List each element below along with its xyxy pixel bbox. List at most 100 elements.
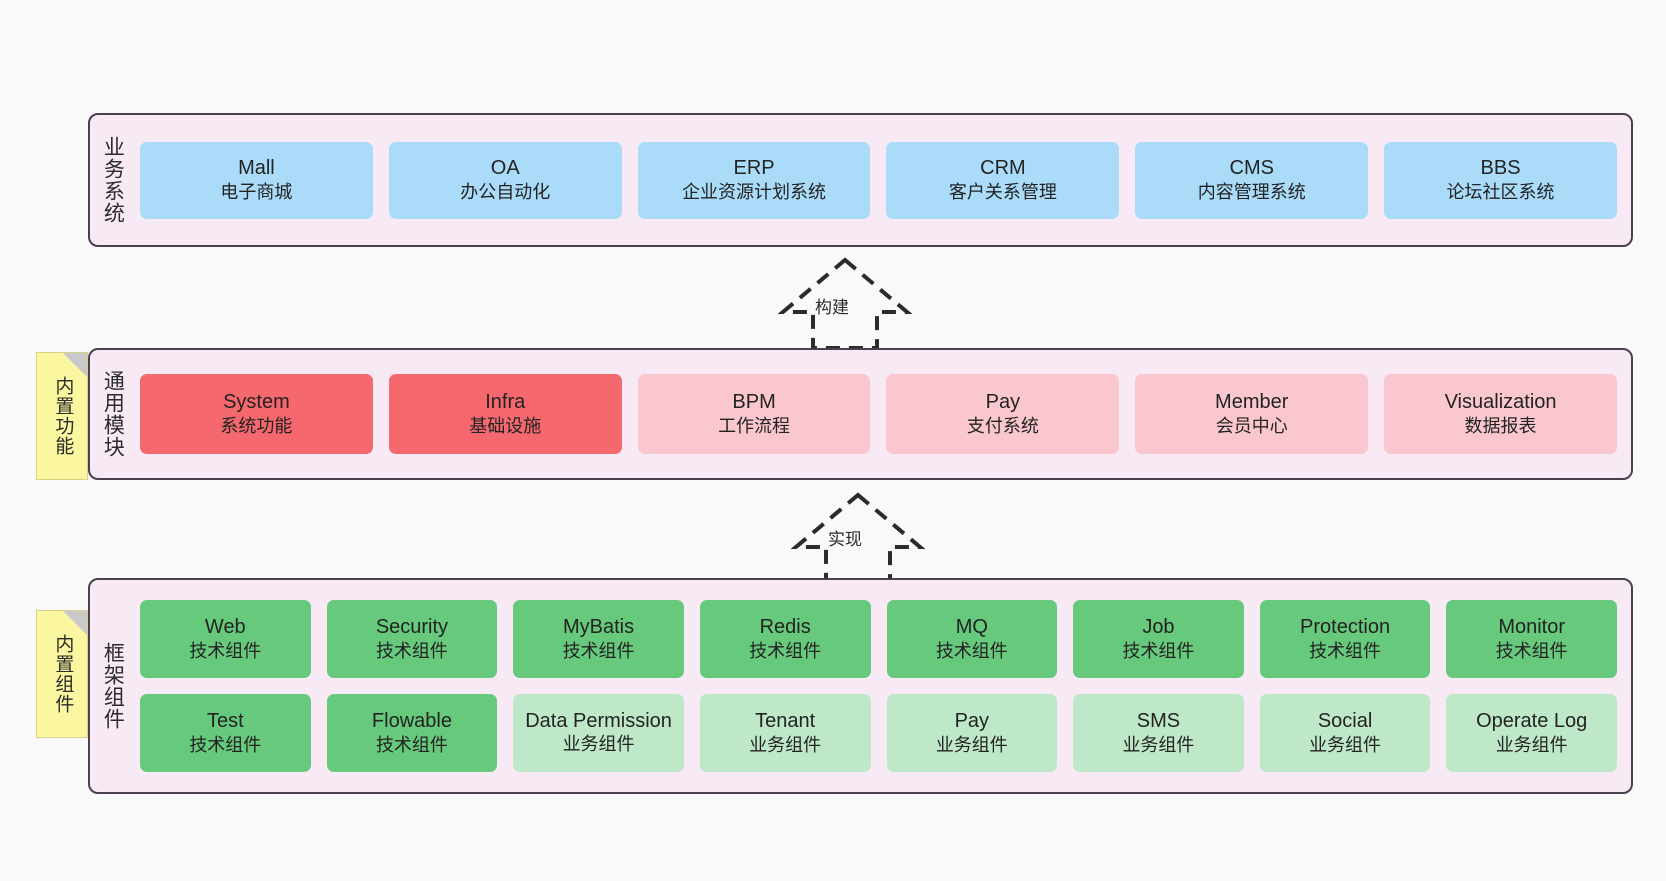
node-title: Web — [204, 616, 246, 639]
node-protection[interactable]: Protection 技术组件 — [1259, 600, 1431, 678]
node-oa[interactable]: OA 办公自动化 — [388, 141, 622, 219]
node-subtitle: 办公自动化 — [460, 182, 551, 203]
node-title: Social — [1317, 710, 1373, 733]
node-title: Member — [1215, 391, 1289, 414]
node-subtitle: 企业资源计划系统 — [682, 182, 827, 203]
layer-label-common-modules: 通用模块 — [101, 370, 125, 458]
node-bpm[interactable]: BPM 工作流程 — [637, 374, 871, 454]
sticky-note-builtin-component: 内置组件 — [36, 610, 88, 738]
node-title: Redis — [759, 616, 811, 639]
node-title: Visualization — [1444, 391, 1557, 414]
node-subtitle: 论坛社区系统 — [1446, 182, 1555, 203]
node-subtitle: 技术组件 — [562, 641, 635, 662]
node-security[interactable]: Security 技术组件 — [326, 600, 498, 678]
node-bbs[interactable]: BBS 论坛社区系统 — [1384, 141, 1617, 219]
node-subtitle: 业务组件 — [935, 735, 1008, 756]
node-test[interactable]: Test 技术组件 — [140, 694, 311, 772]
node-operate-log[interactable]: Operate Log 业务组件 — [1446, 694, 1617, 772]
layer-business-systems: 业务系统 Mall 电子商城 OA 办公自动化 ERP 企业资源计划系统 CRM… — [88, 113, 1633, 247]
node-title: Mall — [238, 157, 275, 180]
node-subtitle: 内容管理系统 — [1197, 182, 1306, 203]
node-mq[interactable]: MQ 技术组件 — [886, 600, 1058, 678]
node-member[interactable]: Member 会员中心 — [1135, 374, 1369, 454]
layer-common-modules: 通用模块 System 系统功能 Infra 基础设施 BPM 工作流程 Pay… — [88, 348, 1633, 480]
node-subtitle: 系统功能 — [220, 416, 293, 437]
framework-tech-row: Web 技术组件 Security 技术组件 MyBatis 技术组件 Redi… — [140, 600, 1617, 678]
sticky-note-text: 内置组件 — [52, 634, 74, 714]
node-sms[interactable]: SMS 业务组件 — [1073, 694, 1244, 772]
node-pay-component[interactable]: Pay 业务组件 — [886, 694, 1058, 772]
node-social[interactable]: Social 业务组件 — [1259, 694, 1431, 772]
node-title: Operate Log — [1476, 710, 1588, 733]
node-system[interactable]: System 系统功能 — [140, 374, 373, 454]
node-subtitle: 工作流程 — [718, 416, 791, 437]
node-crm[interactable]: CRM 客户关系管理 — [886, 141, 1120, 219]
node-monitor[interactable]: Monitor 技术组件 — [1446, 600, 1617, 678]
connector-build-label: 构建 — [815, 298, 849, 317]
node-title: SMS — [1136, 710, 1181, 733]
node-title: BBS — [1480, 157, 1521, 180]
node-title: BPM — [732, 391, 776, 414]
node-subtitle: 电子商城 — [220, 182, 293, 203]
node-subtitle: 业务组件 — [1309, 735, 1382, 756]
node-title: Infra — [485, 391, 526, 414]
sticky-note-builtin-function: 内置功能 — [36, 352, 88, 480]
layer-body-common-modules: System 系统功能 Infra 基础设施 BPM 工作流程 Pay 支付系统… — [134, 350, 1631, 478]
node-subtitle: 支付系统 — [966, 416, 1039, 437]
node-title: Job — [1142, 616, 1175, 639]
node-data-permission[interactable]: Data Permission 业务组件 — [513, 694, 684, 772]
node-subtitle: 技术组件 — [189, 641, 262, 662]
layer-body-framework-components: Web 技术组件 Security 技术组件 MyBatis 技术组件 Redi… — [134, 580, 1631, 792]
node-title: CRM — [980, 157, 1026, 180]
node-title: ERP — [733, 157, 775, 180]
node-mall[interactable]: Mall 电子商城 — [140, 141, 373, 219]
node-visualization[interactable]: Visualization 数据报表 — [1384, 374, 1617, 454]
node-cms[interactable]: CMS 内容管理系统 — [1135, 141, 1369, 219]
node-title: CMS — [1229, 157, 1274, 180]
node-tenant[interactable]: Tenant 业务组件 — [699, 694, 871, 772]
sticky-note-text: 内置功能 — [52, 376, 74, 456]
node-infra[interactable]: Infra 基础设施 — [388, 374, 622, 454]
node-redis[interactable]: Redis 技术组件 — [699, 600, 871, 678]
node-title: Flowable — [371, 710, 452, 733]
node-title: System — [223, 391, 290, 414]
node-title: Security — [375, 616, 449, 639]
node-mybatis[interactable]: MyBatis 技术组件 — [513, 600, 684, 678]
node-subtitle: 业务组件 — [562, 734, 635, 755]
node-title: MQ — [955, 616, 988, 639]
node-title: Monitor — [1498, 616, 1566, 639]
business-systems-row: Mall 电子商城 OA 办公自动化 ERP 企业资源计划系统 CRM 客户关系… — [140, 141, 1617, 219]
node-flowable[interactable]: Flowable 技术组件 — [326, 694, 498, 772]
node-title: Protection — [1300, 616, 1391, 639]
node-title: Test — [206, 710, 244, 733]
node-subtitle: 数据报表 — [1464, 416, 1537, 437]
node-job[interactable]: Job 技术组件 — [1073, 600, 1244, 678]
connector-implement-label: 实现 — [828, 530, 862, 549]
node-subtitle: 业务组件 — [1495, 735, 1568, 756]
node-erp[interactable]: ERP 企业资源计划系统 — [637, 141, 871, 219]
node-title: OA — [490, 157, 520, 180]
node-title: MyBatis — [563, 616, 635, 639]
node-subtitle: 技术组件 — [749, 641, 822, 662]
node-subtitle: 技术组件 — [375, 735, 448, 756]
node-subtitle: 会员中心 — [1215, 416, 1288, 437]
node-subtitle: 技术组件 — [189, 735, 262, 756]
layer-framework-components: 框架组件 Web 技术组件 Security 技术组件 MyBatis 技术组件… — [88, 578, 1633, 794]
node-title: Tenant — [755, 710, 816, 733]
node-subtitle: 技术组件 — [375, 641, 448, 662]
node-title: Data Permission — [525, 710, 672, 733]
node-subtitle: 技术组件 — [1122, 641, 1195, 662]
node-subtitle: 业务组件 — [1122, 735, 1195, 756]
node-title: Pay — [985, 391, 1021, 414]
node-subtitle: 业务组件 — [749, 735, 822, 756]
common-modules-row: System 系统功能 Infra 基础设施 BPM 工作流程 Pay 支付系统… — [140, 374, 1617, 454]
layer-label-framework-components: 框架组件 — [101, 642, 125, 730]
node-subtitle: 技术组件 — [1495, 641, 1568, 662]
node-subtitle: 技术组件 — [1309, 641, 1382, 662]
node-web[interactable]: Web 技术组件 — [140, 600, 311, 678]
node-title: Pay — [954, 710, 990, 733]
node-pay-module[interactable]: Pay 支付系统 — [886, 374, 1120, 454]
layer-label-business-systems: 业务系统 — [101, 136, 125, 224]
node-subtitle: 基础设施 — [469, 416, 542, 437]
